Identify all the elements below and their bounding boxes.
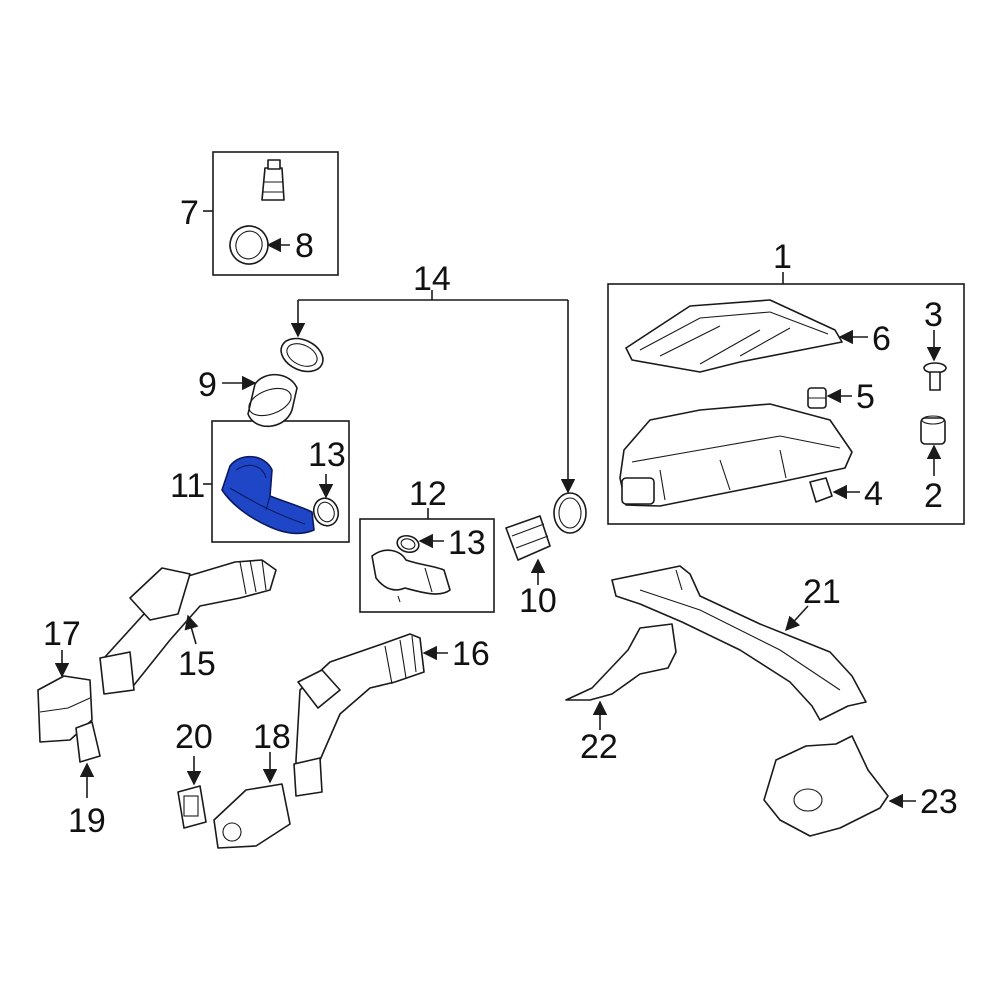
callout-10[interactable]: 10 [519,582,557,620]
part-15-air-duct[interactable] [99,559,277,695]
callout-13-lower[interactable]: 13 [448,524,486,562]
callout-9[interactable]: 9 [198,366,217,404]
group-box-7 [212,151,339,276]
callout-3[interactable]: 3 [924,296,943,334]
part-9-intake-hose[interactable] [245,373,298,428]
callout-2[interactable]: 2 [924,477,943,515]
callout-18[interactable]: 18 [253,718,291,756]
leader-21 [785,605,809,632]
leader-14 [298,290,568,301]
part-3-bolt[interactable] [923,362,947,391]
part-20-grommet[interactable] [177,785,207,829]
part-1-air-cleaner-housing[interactable] [619,403,853,507]
callout-13-upper[interactable]: 13 [308,436,346,474]
part-18-duct-outlet[interactable] [213,783,291,849]
callout-20[interactable]: 20 [175,718,213,756]
callout-16[interactable]: 16 [452,635,490,673]
part-5-grommet[interactable] [807,387,827,409]
callout-1[interactable]: 1 [773,238,792,276]
part-21-bracket[interactable] [611,565,867,721]
part-19-bracket[interactable] [75,721,101,763]
part-6-air-cleaner-cover[interactable] [625,299,843,373]
part-14-clamp-upper[interactable] [276,332,329,378]
callout-5[interactable]: 5 [856,378,875,416]
callout-15[interactable]: 15 [178,645,216,683]
part-10-connector[interactable] [505,515,551,561]
part-13-clamp-b[interactable] [395,533,420,554]
part-12-intake-duct[interactable] [371,549,451,603]
part-2-bushing[interactable] [920,415,946,445]
part-23-shield[interactable] [763,735,889,837]
callout-22[interactable]: 22 [580,728,618,766]
part-4-clip[interactable] [809,477,833,503]
group-box-1 [607,283,965,525]
callout-21[interactable]: 21 [803,573,841,611]
callout-23[interactable]: 23 [920,783,958,821]
part-13-clamp-a[interactable] [310,495,342,530]
callout-8[interactable]: 8 [295,227,314,265]
part-14-clamp-lower[interactable] [553,492,587,534]
leader-15 [184,614,199,645]
callout-4[interactable]: 4 [864,475,883,513]
part-7-sensor[interactable] [261,159,285,201]
part-16-air-duct[interactable] [293,633,425,797]
part-8-o-ring[interactable] [225,221,274,270]
group-box-12 [359,518,495,613]
callout-11[interactable]: 11 [170,467,205,505]
callout-7[interactable]: 7 [180,194,199,232]
part-11-air-duct-highlighted[interactable] [221,455,315,535]
callout-17[interactable]: 17 [43,615,81,653]
callout-19[interactable]: 19 [68,802,106,840]
callout-6[interactable]: 6 [872,320,891,358]
callout-14[interactable]: 14 [413,260,451,298]
part-22-bracket[interactable] [565,623,677,701]
callout-12[interactable]: 12 [409,475,447,513]
